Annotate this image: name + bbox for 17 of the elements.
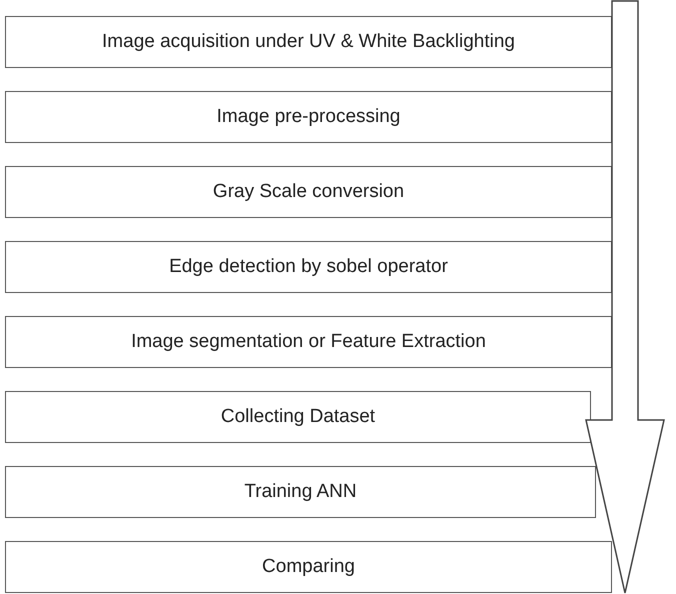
process-box [5, 241, 612, 293]
process-box [5, 16, 612, 68]
step-label: Comparing [262, 556, 355, 578]
step-label: Image acquisition under UV & White Backlighting [102, 31, 515, 53]
process-box [5, 91, 612, 143]
process-box [5, 391, 591, 443]
block-arrow [585, 0, 665, 594]
step-label: Collecting Dataset [220, 406, 376, 428]
process-box [5, 166, 612, 218]
step-label: Image pre-processing [216, 106, 400, 128]
step-label: Training ANN [244, 481, 357, 503]
process-box [5, 316, 612, 368]
process-box [5, 541, 612, 593]
step-label: Gray Scale conversion [212, 181, 404, 203]
process-box [5, 466, 596, 518]
step-label: Image segmentation or Feature Extraction [131, 331, 486, 353]
step-label: Edge detection by sobel operator [169, 256, 448, 278]
